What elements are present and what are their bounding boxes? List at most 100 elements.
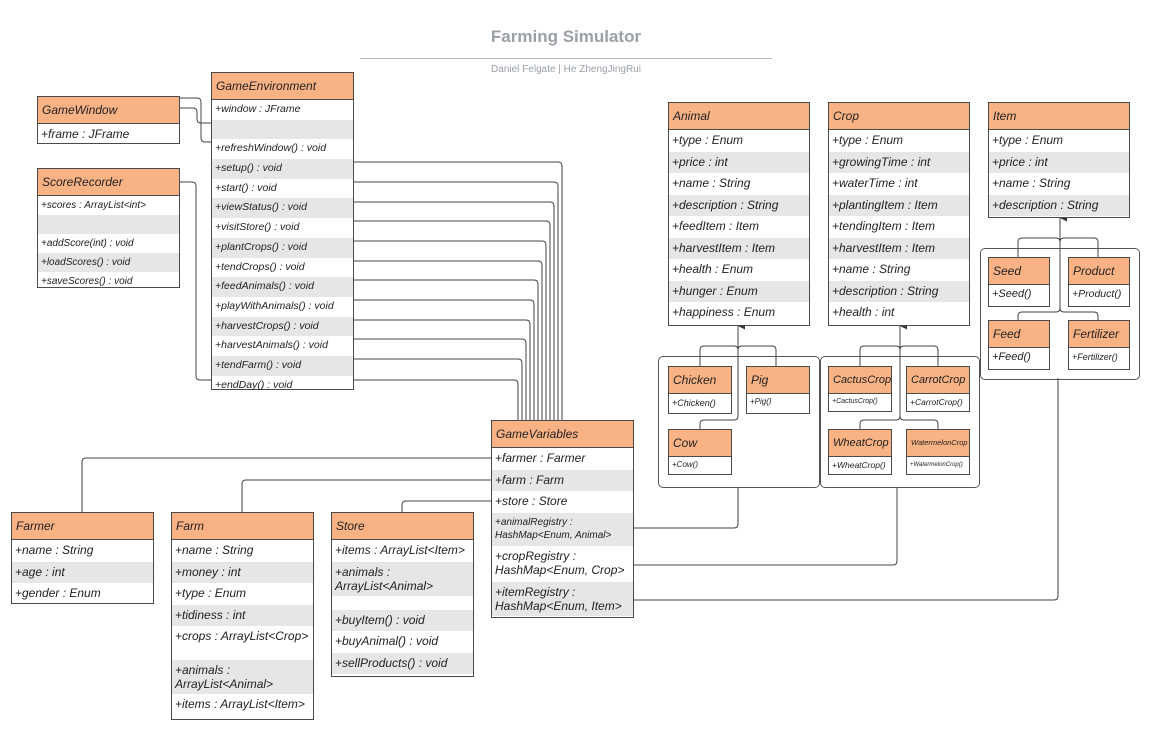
class-name: Store: [332, 513, 473, 540]
class-product[interactable]: Product +Product(): [1068, 257, 1130, 307]
class-farmer[interactable]: Farmer +name : String +age : int +gender…: [11, 512, 154, 604]
class-watermelon-crop[interactable]: WatermelonCrop +WatermelonCrop(): [906, 429, 970, 475]
method: +WheatCrop(): [832, 460, 886, 470]
class-farm[interactable]: Farm +name : String +money : int +type :…: [171, 512, 314, 720]
class-name: GameEnvironment: [212, 73, 353, 100]
attribute: +crops : ArrayList<Crop>: [175, 629, 309, 643]
attribute: +name : String: [15, 543, 94, 557]
class-item[interactable]: Item +type : Enum +price : int +name : S…: [988, 102, 1130, 218]
method: +Pig(): [750, 397, 772, 406]
method: +viewStatus() : void: [212, 198, 353, 219]
link-tendfarm: [353, 358, 523, 420]
attribute: +itemRegistry : HashMap<Enum, Item>: [492, 581, 633, 616]
link-playwithanimals: [353, 299, 535, 420]
attribute: +health : Enum: [672, 262, 754, 276]
class-name: WatermelonCrop: [907, 430, 969, 457]
class-name: CarrotCrop: [907, 367, 969, 394]
attribute: +feedItem : Item: [672, 219, 760, 233]
method: +tendFarm() : void: [212, 355, 353, 376]
attribute: +tendingItem : Item: [832, 219, 936, 233]
attribute: +age : int: [12, 561, 153, 583]
class-game-variables[interactable]: GameVariables +farmer : Farmer +farm : F…: [491, 420, 634, 618]
attribute: +harvestItem : Item: [669, 237, 809, 259]
class-name: CactusCrop: [829, 367, 891, 394]
method: +harvestAnimals() : void: [215, 339, 328, 352]
link-farmer: [81, 457, 491, 512]
attribute: +plantingItem : Item: [829, 194, 969, 216]
class-game-window[interactable]: GameWindow +frame : JFrame: [37, 96, 180, 144]
class-pig[interactable]: Pig +Pig(): [746, 366, 810, 414]
class-cow[interactable]: Cow +Cow(): [668, 429, 732, 475]
class-name: Pig: [747, 367, 809, 394]
method: +saveScores() : void: [41, 276, 133, 287]
link-feedanimals: [353, 279, 539, 420]
attribute: +tidiness : int: [172, 604, 313, 626]
class-name: Chicken: [669, 367, 731, 394]
section-divider: [212, 119, 353, 140]
inherit-seed: [1017, 237, 1061, 257]
link-start: [353, 181, 559, 420]
method: +buyAnimal() : void: [335, 634, 439, 648]
attribute: +happiness : Enum: [672, 305, 776, 319]
attribute: +frame : JFrame: [41, 127, 130, 141]
attribute: +name : String: [992, 176, 1071, 190]
class-name: Farmer: [12, 513, 153, 540]
method: +harvestCrops() : void: [212, 316, 353, 337]
attribute: +type : Enum: [832, 133, 904, 147]
inherit-product: [1059, 237, 1099, 257]
link-endday: [353, 379, 519, 420]
class-crop[interactable]: Crop +type : Enum +growingTime : int +wa…: [828, 102, 970, 326]
class-name: Animal: [669, 103, 809, 130]
attribute: +price : int: [989, 151, 1129, 173]
class-name: Seed: [989, 258, 1049, 285]
attribute: +growingTime : int: [829, 151, 969, 173]
class-chicken[interactable]: Chicken +Chicken(): [668, 366, 732, 414]
diagram-authors: Daniel Felgate | He ZhengJingRui: [491, 64, 641, 75]
attribute: +scores : ArrayList<int>: [41, 200, 146, 211]
class-seed[interactable]: Seed +Seed(): [988, 257, 1050, 307]
class-carrot-crop[interactable]: CarrotCrop +CarrotCrop(): [906, 366, 970, 412]
link-plantcrops: [353, 240, 547, 420]
class-name: Crop: [829, 103, 969, 130]
class-name: GameWindow: [38, 97, 179, 124]
inherit-fertilizer: [1059, 307, 1099, 320]
class-wheat-crop[interactable]: WheatCrop +WheatCrop(): [828, 429, 892, 475]
diagram-title: Farming Simulator: [490, 27, 642, 46]
class-score-recorder[interactable]: ScoreRecorder +scores : ArrayList<int> +…: [37, 168, 180, 288]
attribute: +name : String: [175, 543, 254, 557]
link-scorerecorder-env: [180, 181, 211, 381]
title-divider: [360, 58, 772, 59]
class-fertilizer[interactable]: Fertilizer +Fertilizer(): [1068, 320, 1130, 370]
animal-subclass-group: [658, 356, 820, 488]
attribute: +items : ArrayList<Item>: [335, 543, 465, 557]
method: +CarrotCrop(): [910, 397, 963, 407]
class-name: Product: [1069, 258, 1129, 285]
method: +tendCrops() : void: [215, 260, 305, 273]
class-store[interactable]: Store +items : ArrayList<Item> +animals …: [331, 512, 474, 677]
class-name: GameVariables: [492, 421, 633, 448]
attribute: +animals : ArrayList<Animal>: [332, 561, 473, 596]
crop-subclass-group: [820, 356, 980, 488]
method: +start() : void: [215, 181, 277, 194]
method: +Product(): [1072, 288, 1122, 300]
class-game-environment[interactable]: GameEnvironment +window : JFrame +refres…: [211, 72, 354, 391]
method: +addScore(int) : void: [41, 238, 134, 249]
link-harvestcrops: [353, 319, 531, 420]
link-viewstatus: [353, 201, 555, 420]
class-animal[interactable]: Animal +type : Enum +price : int +name :…: [668, 102, 810, 326]
inherit-carrot: [899, 345, 939, 366]
class-feed[interactable]: Feed +Feed(): [988, 320, 1050, 370]
item-subclass-group: [980, 248, 1140, 380]
class-cactus-crop[interactable]: CactusCrop +CactusCrop(): [828, 366, 892, 412]
method: +Fertilizer(): [1072, 352, 1118, 362]
inherit-pig: [737, 345, 777, 366]
attribute: +window : JFrame: [215, 103, 301, 115]
attribute: +farmer : Farmer: [495, 451, 586, 465]
section-divider: [38, 215, 179, 234]
section-divider: [332, 596, 473, 610]
class-name: WheatCrop: [829, 430, 891, 457]
link-setup: [353, 161, 563, 420]
attribute: +health : int: [832, 305, 895, 319]
attribute: +farm : Farm: [492, 469, 633, 491]
